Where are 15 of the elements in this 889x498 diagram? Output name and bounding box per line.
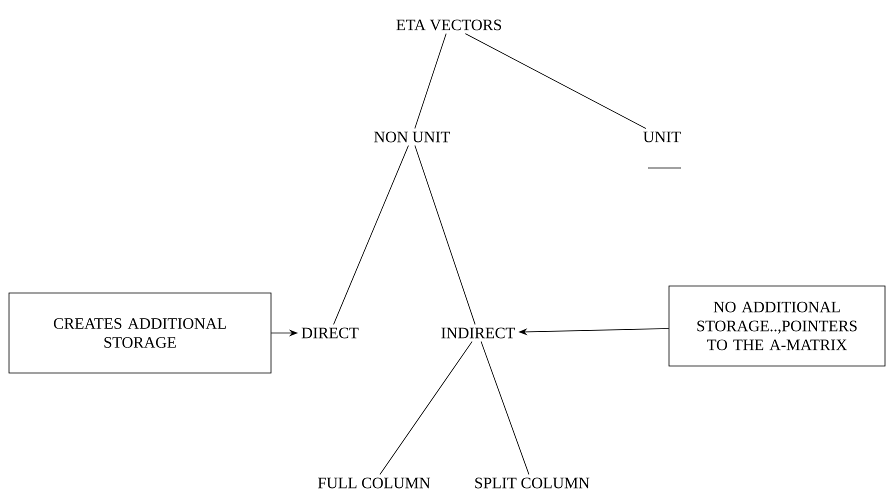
root-label: ETA VECTORS bbox=[396, 20, 502, 30]
connector-line bbox=[414, 33, 447, 129]
leaf-label: FULL COLUMN bbox=[318, 478, 430, 488]
connector-line bbox=[414, 145, 476, 325]
note-box: CREATES ADDITIONAL STORAGE bbox=[8, 292, 272, 374]
branch-label: NON UNIT bbox=[374, 132, 450, 142]
connector-line bbox=[380, 341, 472, 475]
branch-label: UNIT bbox=[643, 132, 681, 142]
branch-label: DIRECT bbox=[302, 328, 359, 338]
connector-line bbox=[480, 341, 530, 475]
connector-line bbox=[333, 145, 409, 325]
note-box: NO ADDITIONAL STORAGE..,POINTERS TO THE A-MATRIX bbox=[668, 286, 886, 366]
branch-label: INDIRECT bbox=[441, 328, 515, 338]
connector-line bbox=[464, 33, 646, 129]
leaf-label: SPLIT COLUMN bbox=[475, 478, 590, 488]
